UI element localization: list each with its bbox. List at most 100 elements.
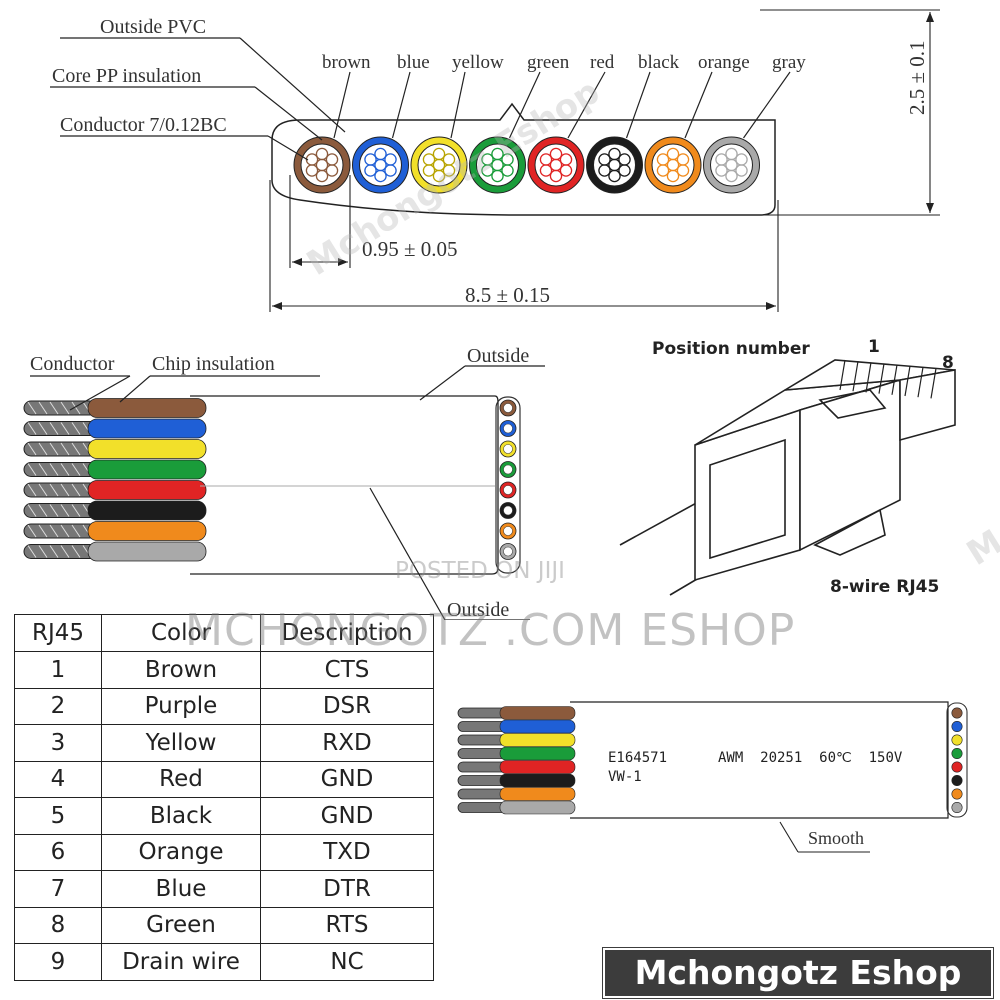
insulation-orange [87,521,207,541]
dim-width: 8.5 ± 0.15 [465,283,550,307]
rj45-diagram: Position number 1 8 8-wire RJ45 [619,337,956,597]
insulation-black [87,500,207,521]
ribbon-body [190,395,499,575]
label-core-pp: Core PP insulation [52,65,201,87]
end-core-orange [499,522,517,540]
ribbon-end-cores [499,399,517,560]
small-end-yellow [951,734,963,746]
label-smooth: Smooth [808,828,864,848]
core-orange [644,136,702,194]
strand-black [23,503,105,518]
label-conductor: Conductor 7/0.12BC [60,114,227,136]
small-end-blue [951,720,963,732]
conductor-strands [23,400,105,559]
cell-description: DTR [260,870,434,908]
small-insulation-green [499,746,576,761]
cable-print-code: E164571 [608,750,667,766]
cell-color: Black [101,797,261,835]
cell-pin: 9 [14,943,102,981]
wire-name-green: green [527,52,570,73]
small-insulation-yellow [499,733,576,747]
cell-pin: 4 [14,760,102,798]
cell-description: RTS [260,906,434,944]
cross-section-wires [293,136,760,194]
insulation-yellow [87,439,207,459]
label-side-conductor: Conductor [30,353,115,375]
cell-pin: 6 [14,833,102,871]
label-chip-insulation: Chip insulation [152,353,275,375]
cell-pin: 2 [14,687,102,725]
rj45-pin-8: 8 [942,353,954,373]
end-core-yellow [499,440,517,458]
cable-print-vw: VW-1 [608,769,642,785]
leader-green [508,71,541,139]
rj45-contact [878,363,885,394]
rj45-contact [865,362,872,393]
end-core-red [499,481,517,499]
cable-jacket-outline [271,102,776,216]
leader-orange [684,71,713,139]
wire-name-red: red [590,52,615,73]
cell-pin: 5 [14,797,102,835]
cell-color: Brown [101,651,261,689]
wire-name-yellow: yellow [452,52,504,73]
wire-name-gray: gray [772,52,806,73]
cell-color: Blue [101,870,261,908]
cell-description: GND [260,760,434,798]
table-header-row: RJ45 Color Description [14,614,434,652]
cell-description: GND [260,797,434,835]
cell-color: Red [101,760,261,798]
wire-name-orange: orange [698,52,750,73]
rj45-pin-1: 1 [868,337,880,357]
printed-cable-diagram: E164571 VW-1 AWM 20251 60℃ 150V Smooth [457,701,968,853]
core-black [586,136,643,194]
cell-pin: 1 [14,651,102,689]
end-core-brown [499,399,517,417]
small-insulation-black [499,773,576,788]
rj45-contact [891,364,898,395]
cell-description: NC [260,943,434,981]
cell-pin: 8 [14,906,102,944]
rj45-position-label: Position number [652,339,810,359]
cell-description: CTS [260,651,434,689]
cell-color: Green [101,906,261,944]
small-insulation-brown [499,706,576,720]
leader-black [625,71,651,139]
small-insulation-wires [499,706,576,815]
end-core-green [499,461,517,478]
header-rj45: RJ45 [14,614,102,652]
rj45-contact [839,359,846,391]
watermark-site: MCHONGOTZ .COM ESHOP [185,605,796,656]
insulation-green [87,459,207,480]
core-red [527,136,585,194]
small-insulation-gray [499,800,576,815]
leader-yellow [450,71,466,139]
label-outside-pvc: Outside PVC [100,16,206,38]
dim-height: 2.5 ± 0.1 [905,40,929,115]
dim-pitch: 0.95 ± 0.05 [362,237,458,261]
watermark-posted: POSTED ON JIJI [395,558,565,584]
rj45-contact [917,367,924,398]
header-color: Color [101,614,261,652]
core-gray [703,136,760,194]
chip-insulation-wires [87,398,207,562]
small-insulation-red [499,760,576,774]
small-end-black [951,775,963,787]
cell-description: RXD [260,724,434,762]
end-core-gray [499,543,517,560]
end-core-blue [499,420,517,437]
small-insulation-blue [499,719,576,734]
small-conductor-strands [457,707,514,813]
wire-name-blue: blue [397,52,430,73]
brand-badge: Mchongotz Eshop [603,948,993,998]
cell-color: Yellow [101,724,261,762]
